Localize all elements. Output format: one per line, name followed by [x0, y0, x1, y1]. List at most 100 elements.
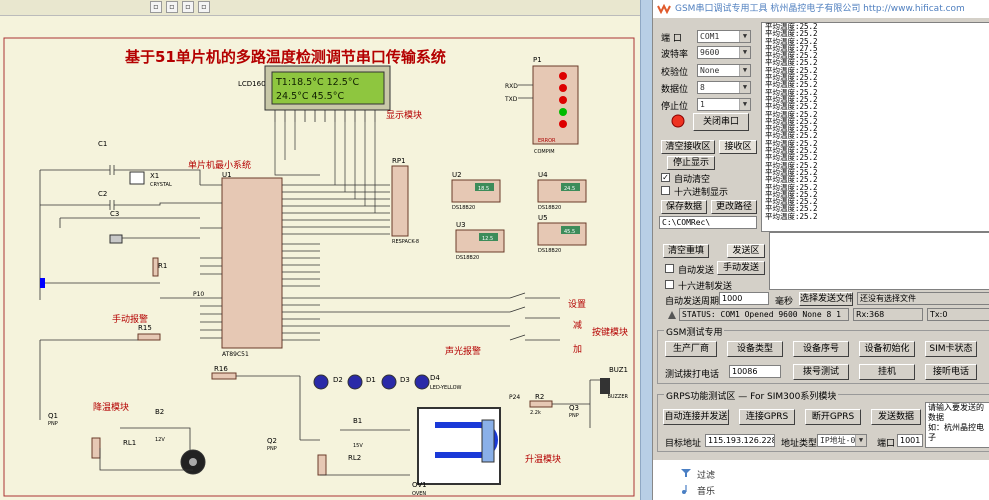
databits-label: 数据位: [661, 85, 689, 95]
device-type-button[interactable]: 设备类型: [727, 341, 783, 357]
receive-line: 平均温度:25.2: [765, 73, 818, 83]
chevron-down-icon[interactable]: ▼: [855, 435, 866, 446]
rx-count: Rx:368: [853, 308, 923, 321]
address-type-select[interactable]: IP地址-0▼: [817, 434, 867, 447]
stop-display-button[interactable]: 停止显示: [667, 156, 715, 170]
svg-text:18.5: 18.5: [478, 186, 489, 192]
toolbar-button[interactable]: ▫: [150, 1, 162, 13]
r15-resistor: [137, 333, 161, 341]
auto-send-checkbox[interactable]: [665, 264, 674, 273]
svg-text:U4: U4: [538, 171, 548, 179]
device-init-button[interactable]: 设备初始化: [859, 341, 915, 357]
receive-area-tab[interactable]: 接收区: [719, 140, 757, 154]
receive-line: 平均温度:25.2: [765, 102, 818, 112]
chevron-down-icon[interactable]: ▼: [739, 82, 750, 93]
svg-text:45.5: 45.5: [564, 229, 575, 235]
hex-display-checkbox[interactable]: [661, 186, 670, 195]
auto-clear-checkbox[interactable]: ✓: [661, 173, 670, 182]
hangup-button[interactable]: 挂机: [859, 364, 915, 380]
set-label: 设置: [568, 299, 586, 310]
oven-thermometer: [481, 419, 495, 463]
dial-number-input[interactable]: 10086: [729, 365, 781, 378]
taskbar-item-filter[interactable]: 过滤: [697, 471, 716, 481]
port2-input[interactable]: 1001: [897, 434, 923, 447]
toolbar-button[interactable]: ▫: [182, 1, 194, 13]
receive-line: 平均温度:25.2: [765, 36, 818, 46]
schematic-canvas[interactable]: ▫ ▫ ▫ ▫ 基于51单片机的多路温度检测调节串口传输系统 LCD1602 T…: [0, 0, 650, 500]
select-file-button[interactable]: 选择发送文件: [799, 292, 853, 306]
connect-gprs-button[interactable]: 连接GPRS: [739, 409, 795, 425]
taskbar-item-music[interactable]: 音乐: [697, 487, 716, 497]
receive-line: 平均温度:25.2: [765, 160, 818, 170]
toolbar-button[interactable]: ▫: [198, 1, 210, 13]
port-select[interactable]: COM1▼: [697, 30, 751, 43]
rl2-relay: [317, 454, 327, 476]
save-data-button[interactable]: 保存数据: [661, 200, 707, 214]
receive-line: 平均温度:25.2: [765, 182, 818, 192]
clear-receive-button[interactable]: 清空接收区: [661, 140, 715, 154]
alarm-module-label: 声光报警: [445, 345, 481, 357]
b2-voltage: 12V: [155, 437, 165, 443]
schematic-title: 基于51单片机的多路温度检测调节串口传输系统: [124, 48, 446, 66]
b1-voltage: 15V: [353, 443, 363, 449]
send-data-button[interactable]: 发送数据: [871, 409, 921, 425]
serial-lines: [518, 84, 533, 99]
databits-select[interactable]: 8▼: [697, 81, 751, 94]
chevron-down-icon[interactable]: ▼: [739, 99, 750, 110]
alarm-wire: [45, 282, 200, 299]
p10-label: P10: [193, 291, 204, 298]
stopbits-select[interactable]: 1▼: [697, 98, 751, 111]
device-serial-button[interactable]: 设备序号: [793, 341, 849, 357]
buz1-label: BUZ1: [609, 366, 628, 374]
oven-label: OVEN: [412, 491, 426, 497]
lcd-line1: T1:18.5°C 12.5°C: [275, 77, 360, 88]
auto-connect-send-button[interactable]: 自动连接并发送: [663, 409, 729, 425]
svg-text:DS18B20: DS18B20: [456, 255, 479, 261]
disconnect-gprs-button[interactable]: 断开GPRS: [805, 409, 861, 425]
answer-button[interactable]: 接听电话: [925, 364, 977, 380]
filter-icon[interactable]: [681, 468, 691, 478]
clear-send-button[interactable]: 清空重填: [663, 244, 709, 258]
parity-select[interactable]: None▼: [697, 64, 751, 77]
change-path-button[interactable]: 更改路径: [711, 200, 757, 214]
maker-button[interactable]: 生产厂商: [665, 341, 717, 357]
gsm-serial-tool-window: GSM串口调试专用工具 杭州晶控电子有限公司 http://www.hifica…: [652, 0, 989, 500]
hex-send-checkbox[interactable]: [665, 280, 674, 289]
gsm-test-group-label: GSM测试专用: [664, 325, 725, 338]
buzzer-wire: [552, 379, 600, 428]
compim-label: COMPIM: [534, 149, 555, 155]
send-textarea[interactable]: [769, 232, 989, 290]
chevron-down-icon[interactable]: ▼: [739, 47, 750, 58]
save-path-field[interactable]: C:\COMRec\: [659, 216, 757, 229]
gprs-send-textarea[interactable]: 请输入要发送的数据如：杭州晶控电子: [925, 402, 989, 448]
music-icon[interactable]: [681, 484, 691, 494]
target-address-input[interactable]: 115.193.126.228: [705, 434, 775, 447]
compim-led: [559, 72, 567, 80]
dial-test-button[interactable]: 拨号测试: [793, 364, 849, 380]
receive-line: 平均温度:25.2: [765, 51, 818, 61]
sim-status-button[interactable]: SIM卡状态: [925, 341, 977, 357]
mcu-pins-right: [282, 184, 320, 341]
x1-label: X1: [150, 172, 159, 180]
close-port-button[interactable]: 关闭串口: [693, 113, 749, 131]
auto-period-input[interactable]: 1000: [719, 292, 769, 305]
receive-line: 平均温度:27.5: [765, 43, 818, 53]
gprs-test-group-label: GRPS功能测试区 — For SIM300系列模块: [664, 389, 839, 402]
manual-send-button[interactable]: 手动发送: [717, 261, 765, 275]
lcd-label: LCD1602: [238, 80, 270, 88]
send-area-tab[interactable]: 发送区: [727, 244, 765, 258]
mcu-system-label: 单片机最小系统: [188, 159, 251, 171]
toolbar-button[interactable]: ▫: [166, 1, 178, 13]
receive-line: 平均温度:25.2: [765, 94, 818, 104]
mcu-chip: [221, 177, 283, 349]
q3-label: Q3: [569, 404, 579, 412]
stopbits-label: 停止位: [661, 102, 689, 112]
chevron-down-icon[interactable]: ▼: [739, 65, 750, 76]
receive-line: 平均温度:25.2: [765, 116, 818, 126]
q2-type: PNP: [267, 446, 277, 452]
chevron-down-icon[interactable]: ▼: [739, 31, 750, 42]
baud-select[interactable]: 9600▼: [697, 46, 751, 59]
